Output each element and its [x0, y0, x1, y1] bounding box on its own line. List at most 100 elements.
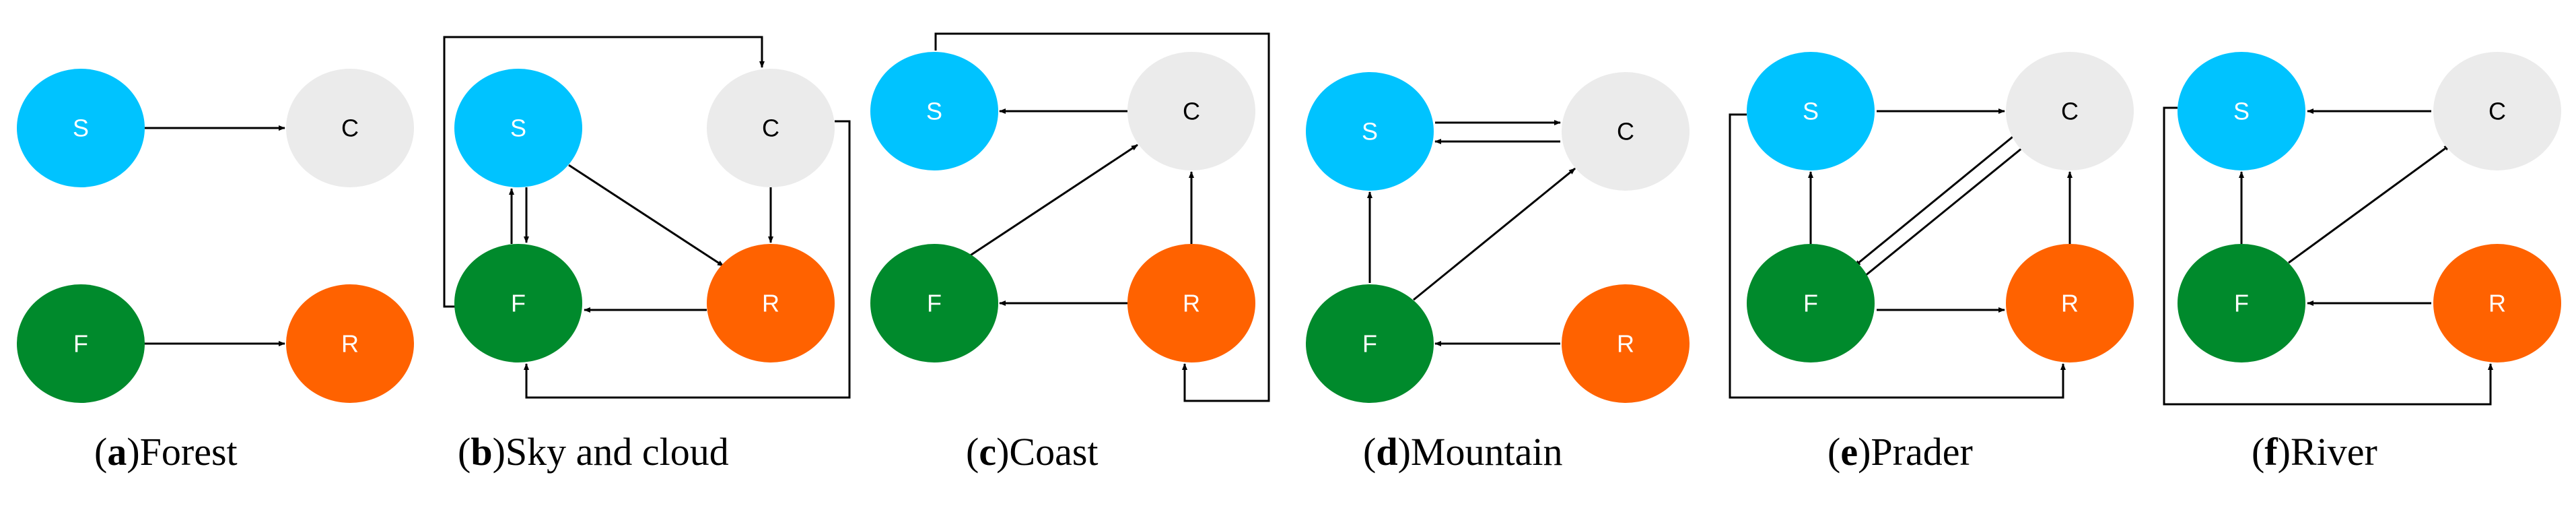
node-f-s: S	[2178, 52, 2305, 170]
node-b-r: R	[707, 244, 835, 362]
node-e-c: C	[2006, 52, 2134, 170]
node-label: R	[1617, 330, 1634, 358]
node-b-c: C	[707, 69, 835, 187]
panel-caption-e: (e)Prader	[1827, 430, 1973, 474]
node-circle	[2006, 52, 2134, 170]
panel-title: River	[2291, 430, 2377, 474]
node-a-c: C	[286, 69, 414, 187]
edge-f-f-to-c	[2288, 144, 2451, 264]
node-circle	[1306, 72, 1434, 191]
panel-title: Coast	[1009, 430, 1098, 474]
panel-title: Mountain	[1411, 430, 1563, 474]
node-circle	[2433, 52, 2561, 170]
node-label: F	[1362, 330, 1377, 358]
node-label: C	[1183, 98, 1200, 125]
node-circle	[1306, 284, 1434, 403]
node-label: C	[341, 115, 359, 142]
edge-d-f-to-c	[1413, 167, 1576, 301]
node-circle	[17, 69, 145, 187]
node-circle	[707, 244, 835, 362]
panel-letter: a	[107, 430, 127, 474]
node-label: F	[511, 290, 526, 317]
panel-letter: f	[2264, 430, 2278, 474]
panel-title: Prader	[1871, 430, 1972, 474]
edge-f-s-to-r	[2163, 106, 2493, 406]
edge-c-f-to-c	[969, 144, 1138, 257]
node-circle	[1747, 244, 1875, 362]
node-label: C	[2488, 98, 2506, 125]
node-label: S	[1803, 98, 1819, 125]
node-circle	[2178, 244, 2305, 362]
node-d-r: R	[1562, 284, 1690, 403]
node-label: S	[510, 115, 526, 142]
panel-caption-f: (f)River	[2252, 430, 2377, 474]
node-circle	[1747, 52, 1875, 170]
node-label: F	[73, 330, 88, 358]
node-circle	[870, 244, 998, 362]
node-circle	[2178, 52, 2305, 170]
node-d-f: F	[1306, 284, 1434, 403]
node-label: S	[926, 98, 942, 125]
panel-caption-a: (a)Forest	[94, 430, 238, 474]
panel-caption-b: (b)Sky and cloud	[458, 430, 729, 474]
node-label: R	[762, 290, 779, 317]
node-label: S	[73, 115, 89, 142]
node-circle	[2433, 244, 2561, 362]
edge-e-s-to-r	[1729, 113, 2066, 399]
node-label: R	[2061, 290, 2079, 317]
node-f-c: C	[2433, 52, 2561, 170]
node-e-r: R	[2006, 244, 2134, 362]
node-label: S	[1362, 118, 1378, 146]
edge-e-c-to-f	[1854, 130, 2020, 267]
node-label: S	[2233, 98, 2250, 125]
node-c-c: C	[1127, 52, 1255, 170]
node-a-r: R	[286, 284, 414, 403]
node-label: C	[2061, 98, 2079, 125]
node-circle	[1127, 52, 1255, 170]
panel-letter: b	[471, 430, 492, 474]
node-label: C	[1617, 118, 1634, 146]
node-b-s: S	[454, 69, 582, 187]
node-circle	[17, 284, 145, 403]
node-circle	[870, 52, 998, 170]
node-label: F	[1803, 290, 1818, 317]
edge-b-f-to-c	[443, 36, 765, 308]
node-label: F	[927, 290, 942, 317]
node-label: R	[341, 330, 359, 358]
edge-c-s-to-r	[934, 32, 1270, 402]
node-circle	[286, 284, 414, 403]
node-circle	[286, 69, 414, 187]
node-circle	[1127, 244, 1255, 362]
node-label: F	[2234, 290, 2249, 317]
node-e-f: F	[1747, 244, 1875, 362]
node-circle	[2006, 244, 2134, 362]
node-a-s: S	[17, 69, 145, 187]
node-d-c: C	[1562, 72, 1690, 191]
node-circle	[707, 69, 835, 187]
panel-title: Forest	[140, 430, 238, 474]
node-f-r: R	[2433, 244, 2561, 362]
node-label: R	[2488, 290, 2506, 317]
edge-b-s-to-r	[568, 164, 724, 267]
edge-e-f-to-c	[1864, 144, 2027, 278]
node-c-f: F	[870, 244, 998, 362]
panel-letter: d	[1376, 430, 1397, 474]
panel-letter: e	[1840, 430, 1858, 474]
node-c-s: S	[870, 52, 998, 170]
node-circle	[454, 69, 582, 187]
node-circle	[1562, 72, 1690, 191]
node-b-f: F	[454, 244, 582, 362]
node-label: C	[762, 115, 779, 142]
node-d-s: S	[1306, 72, 1434, 191]
panel-letter: c	[979, 430, 996, 474]
node-c-r: R	[1127, 244, 1255, 362]
panel-title: Sky and cloud	[506, 430, 729, 474]
panel-caption-c: (c)Coast	[966, 430, 1099, 474]
panel-caption-d: (d)Mountain	[1363, 430, 1562, 474]
edge-b-c-to-f	[524, 120, 851, 399]
node-circle	[1562, 284, 1690, 403]
node-a-f: F	[17, 284, 145, 403]
node-f-f: F	[2178, 244, 2305, 362]
node-e-s: S	[1747, 52, 1875, 170]
